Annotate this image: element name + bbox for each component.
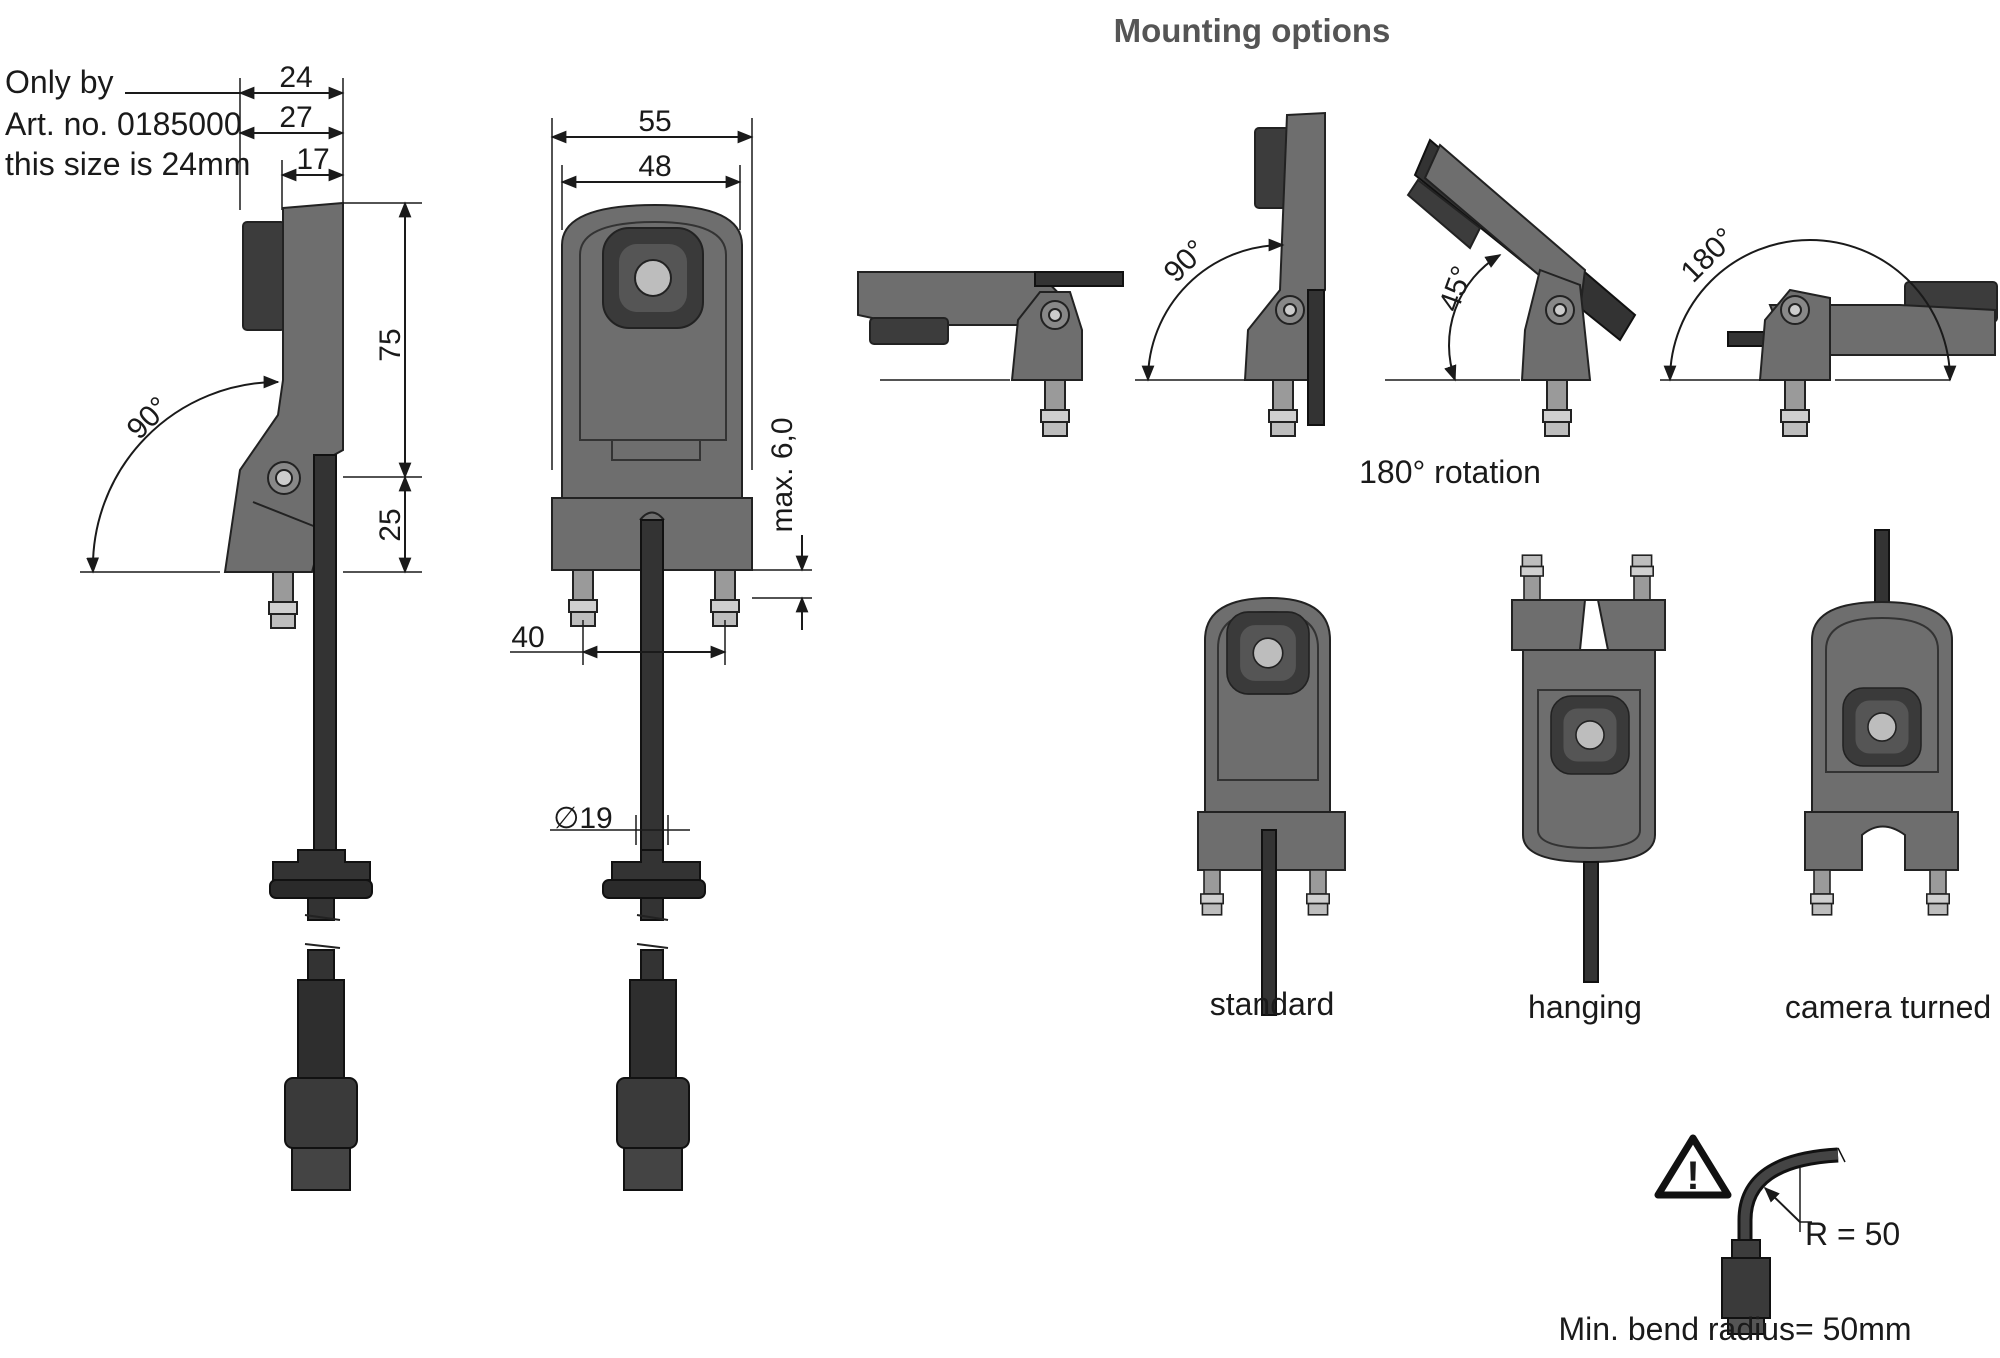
dim-75: 75 — [374, 328, 407, 361]
label-standard: standard — [1210, 986, 1335, 1022]
rotation-180: 180° — [1660, 222, 1998, 437]
svg-text:!: ! — [1686, 1154, 1699, 1198]
note-line-1: Only by — [5, 64, 113, 100]
rotation-caption: 180° rotation — [1359, 454, 1541, 490]
angle-90-side: 90° — [121, 391, 176, 446]
dim-40: 40 — [511, 621, 544, 654]
bend-radius-caption: Min. bend radius= 50mm — [1558, 1311, 1911, 1347]
label-hanging: hanging — [1528, 989, 1642, 1025]
diagram-title: Mounting options — [1114, 12, 1391, 49]
rotation-90: 90° — [1135, 111, 1326, 437]
option-hanging — [1511, 554, 1666, 983]
note-line-3: this size is 24mm — [5, 146, 250, 182]
dim-24: 24 — [279, 61, 312, 94]
front-view: 55 48 40 max. 6,0 ∅19 — [510, 105, 812, 1191]
dim-48: 48 — [638, 150, 671, 183]
angle-180: 180° — [1675, 222, 1742, 289]
warning-icon: ! — [1654, 1134, 1732, 1199]
note-line-2: Art. no. 0185000 — [5, 106, 242, 142]
dim-max: max. 6,0 — [766, 417, 799, 532]
dim-25: 25 — [374, 508, 407, 541]
dim-27: 27 — [279, 101, 312, 134]
label-camera-turned: camera turned — [1785, 989, 1991, 1025]
dim-diameter-19: ∅19 — [553, 802, 613, 835]
angle-45: 45° — [1433, 262, 1480, 316]
side-view: 24 27 17 75 25 90° — [80, 61, 422, 1191]
bend-radius-drawing — [1721, 1147, 1846, 1335]
angle-90: 90° — [1158, 234, 1213, 289]
option-standard — [1197, 596, 1346, 1016]
rotation-45: 45° — [1385, 138, 1637, 437]
bend-radius-label: R = 50 — [1805, 1216, 1900, 1252]
dim-55: 55 — [638, 105, 671, 138]
dim-17: 17 — [296, 143, 329, 176]
option-camera-turned — [1804, 529, 1959, 916]
rotation-0 — [857, 271, 1124, 437]
